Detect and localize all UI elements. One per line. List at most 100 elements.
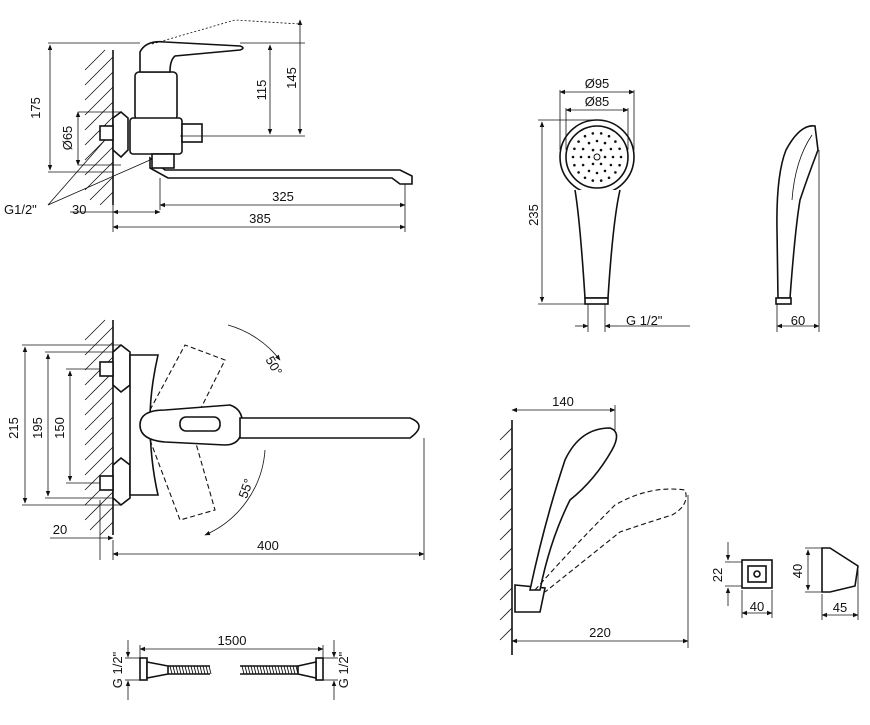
- hose-coil: [274, 665, 278, 675]
- dim-385: 385: [249, 211, 271, 226]
- hose-coil: [247, 665, 251, 675]
- dim-diameter-85: Ø85: [585, 94, 610, 109]
- nozzle-dot: [595, 139, 599, 143]
- hose-coil: [295, 665, 299, 675]
- dim-195: 195: [30, 417, 45, 439]
- nozzle-dot: [599, 162, 603, 166]
- nozzle-dot: [599, 132, 603, 135]
- spout-swivel: [151, 153, 175, 169]
- dim-220: 220: [589, 625, 611, 640]
- dim-45: 45: [833, 600, 847, 615]
- hose-coil: [181, 665, 185, 675]
- hose-coil: [193, 665, 197, 675]
- faucet-front-view: 215 195 150 50° 55° 20 400: [6, 319, 425, 560]
- nozzle-dot: [607, 134, 611, 138]
- nozzle-dot: [609, 147, 613, 151]
- mixer-handle: [139, 40, 244, 73]
- dim-215: 215: [6, 417, 21, 439]
- dim-400: 400: [257, 538, 279, 553]
- shower-swung-ghost: [534, 488, 687, 593]
- handle-ghost-lower: [149, 439, 216, 521]
- nozzle-dot: [587, 141, 591, 145]
- hose-coil: [184, 665, 188, 675]
- nozzle-dot: [581, 147, 585, 151]
- nozzle-dot: [579, 155, 583, 159]
- hose-coil: [286, 665, 290, 675]
- nozzle-dot: [603, 169, 607, 173]
- wall-hatch-holder: [499, 420, 513, 655]
- nozzle-dot: [591, 132, 595, 135]
- dim-115: 115: [254, 80, 269, 101]
- hose-coil: [289, 665, 293, 675]
- thread-stub: [99, 125, 114, 141]
- hose-coil: [250, 665, 254, 675]
- dim-thread-hose-right: G 1/2": [336, 651, 351, 688]
- hose-ferrule-right: [297, 661, 317, 679]
- stub-upper: [99, 361, 114, 377]
- hose-coil: [172, 665, 176, 675]
- dim-60: 60: [791, 313, 805, 328]
- dim-22: 22: [710, 568, 725, 582]
- nozzle-dot: [599, 148, 603, 152]
- nozzle-dot: [614, 140, 617, 143]
- shower-head-views: Ø95 Ø85 235 G 1/2" 60: [526, 76, 820, 332]
- nozzle-dot: [587, 169, 591, 173]
- hose-coil: [178, 665, 182, 675]
- nozzle-dot: [581, 163, 585, 167]
- hose-coil: [283, 665, 287, 675]
- dim-diameter-65: Ø65: [60, 126, 75, 151]
- leader-thread-1: [47, 139, 106, 206]
- diverter-knob: [181, 123, 203, 143]
- nozzle-dot: [618, 163, 621, 167]
- spout-top: [239, 417, 420, 439]
- nozzle-dot: [577, 171, 580, 174]
- nozzle-dot: [591, 162, 595, 166]
- dim-1500: 1500: [218, 633, 247, 648]
- nozzle-dot: [583, 176, 587, 180]
- dim-325: 325: [272, 189, 294, 204]
- dim-30: 30: [72, 202, 86, 217]
- dim-angle-55: 55°: [235, 477, 256, 501]
- nozzle-dot: [573, 163, 576, 167]
- nozzle-dot: [611, 155, 615, 159]
- hose-coil: [277, 665, 281, 675]
- hose-coil: [205, 665, 209, 675]
- eccentric-fitting: [112, 110, 129, 159]
- hose-coils: [169, 665, 299, 675]
- hose-coil: [271, 665, 275, 675]
- mixer-handle-front: [139, 404, 244, 446]
- dim-thread-g12-shower: G 1/2": [626, 313, 663, 328]
- nozzle-dot: [577, 140, 580, 143]
- nozzle-dot: [614, 171, 617, 174]
- hose-coil: [265, 665, 269, 675]
- hose-view: 1500 G 1/2" G 1/2": [110, 633, 351, 700]
- handle-ghost-upper: [149, 344, 226, 421]
- hose-coil: [208, 665, 212, 675]
- nozzle-dot: [599, 179, 603, 182]
- dim-20: 20: [53, 522, 67, 537]
- shower-handle-side: [776, 125, 819, 299]
- shower-connector-side: [775, 297, 792, 305]
- nozzle-dot: [571, 155, 575, 159]
- dim-angle-50: 50°: [262, 353, 285, 378]
- dim-140: 140: [552, 394, 574, 409]
- faucet-side-view: 175 115 145 Ø65 G1/2" 30 325 385: [4, 19, 413, 232]
- nozzle-dot: [609, 163, 613, 167]
- hose-ferrule-left: [146, 661, 169, 679]
- dim-175: 175: [28, 97, 43, 119]
- mixer-base: [129, 117, 183, 155]
- spout-side: [149, 156, 413, 185]
- hose-coil: [241, 665, 245, 675]
- nozzle-dot: [603, 155, 607, 159]
- leader-thread-2: [47, 159, 151, 206]
- hose-coil: [292, 665, 296, 675]
- nozzle-dot: [618, 147, 621, 151]
- hose-coil: [268, 665, 272, 675]
- hose-nut-right: [315, 657, 324, 681]
- bracket-front: [741, 559, 773, 589]
- dim-40-height: 40: [790, 564, 805, 578]
- fitting-lower: [112, 456, 131, 507]
- shower-in-holder: [529, 427, 618, 591]
- nozzle-dot: [619, 155, 623, 159]
